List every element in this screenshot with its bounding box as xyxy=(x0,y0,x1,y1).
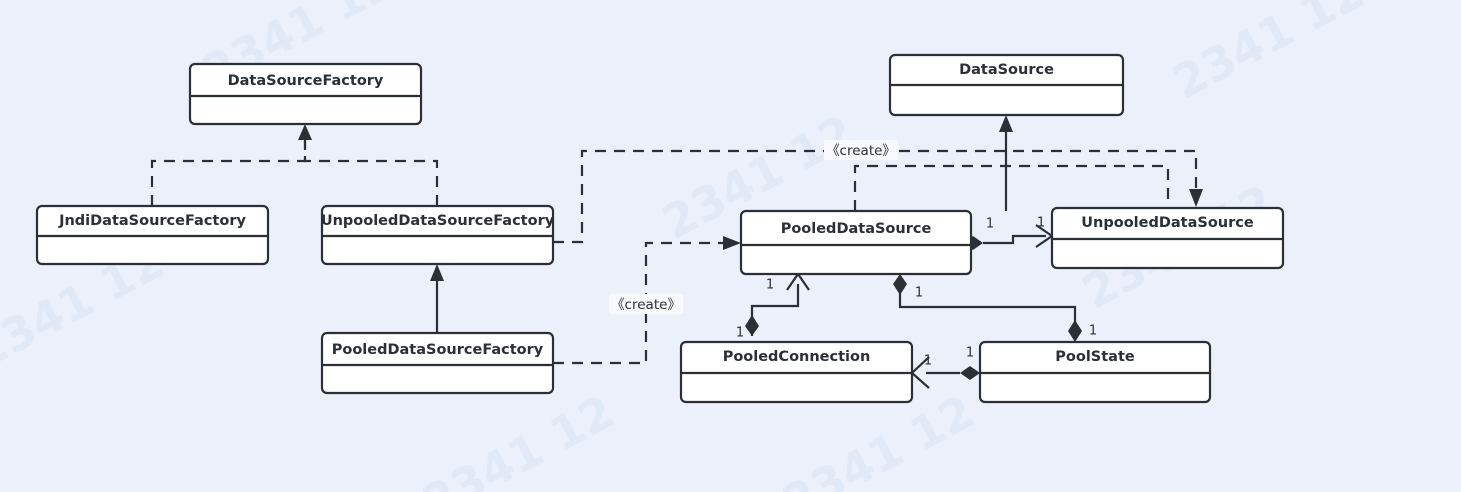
multiplicity-poolstate-top: 1 xyxy=(1089,324,1097,339)
class-name-pooledconnection: PooledConnection xyxy=(723,349,871,365)
class-box-datasource[interactable]: DataSource xyxy=(888,53,1125,117)
edge-pooleddatasource-implements-datasource xyxy=(999,115,1013,211)
watermark-text: 2341 12 xyxy=(414,384,623,492)
composition-diamond xyxy=(1068,320,1082,342)
dependency-arrowhead xyxy=(1189,189,1203,207)
composition-diamond xyxy=(893,274,907,295)
class-box-rect[interactable] xyxy=(320,331,555,395)
class-box-unpooleddatasource[interactable]: UnpooledDataSource xyxy=(1050,206,1285,270)
class-box-jndidatasourcefactory[interactable]: JndiDataSourceFactory xyxy=(35,204,270,266)
edge-jndi-implements-datasourcefactory xyxy=(150,137,307,206)
stereotype-label-create: 《create》 xyxy=(611,297,681,313)
stereotype-create-top: 《create》 xyxy=(824,140,898,160)
inheritance-arrowhead xyxy=(298,124,312,140)
class-name-pooleddatasource: PooledDataSource xyxy=(781,221,932,237)
class-box-unpooleddatasourcefactory[interactable]: UnpooledDataSourceFactory xyxy=(321,204,555,266)
multiplicity-pooleddatasource-bottom-right: 1 xyxy=(915,286,923,301)
multiplicity-pooleddatasource-right: 1 xyxy=(986,217,994,232)
multiplicity-pooledconnection-top: 1 xyxy=(736,326,744,341)
stereotype-label-bg xyxy=(609,294,683,314)
class-box-poolstate[interactable]: PoolState xyxy=(978,340,1212,404)
edge-pooledfactory-extends-unpooledfactory xyxy=(430,264,444,333)
composition-diamond xyxy=(745,315,759,336)
class-name-unpooleddatasourcefactory: UnpooledDataSourceFactory xyxy=(321,213,555,229)
class-name-datasourcefactory: DataSourceFactory xyxy=(228,73,384,89)
edge-pooleddatasource-has-poolstate xyxy=(893,274,1082,342)
class-name-datasource: DataSource xyxy=(959,62,1054,78)
class-box-rect[interactable] xyxy=(188,62,423,126)
composition-diamond xyxy=(960,366,980,380)
inheritance-arrowhead xyxy=(430,264,444,281)
class-box-pooledconnection[interactable]: PooledConnection xyxy=(679,340,914,404)
class-box-pooleddatasource[interactable]: PooledDataSource xyxy=(739,209,973,276)
class-name-unpooleddatasource: UnpooledDataSource xyxy=(1081,215,1254,231)
multiplicity-pooleddatasource-bottom-left: 1 xyxy=(766,278,774,293)
class-name-jndidatasourcefactory: JndiDataSourceFactory xyxy=(58,213,246,229)
class-box-pooleddatasourcefactory[interactable]: PooledDataSourceFactory xyxy=(320,331,555,395)
class-box-rect[interactable] xyxy=(739,209,973,276)
class-name-poolstate: PoolState xyxy=(1055,349,1135,365)
multiplicity-poolstate-left: 1 xyxy=(966,346,974,361)
stereotype-create-mid: 《create》 xyxy=(609,294,683,314)
inheritance-arrowhead xyxy=(999,115,1013,132)
multiplicity-pooledconnection-right: 1 xyxy=(924,354,932,369)
edge-poolstate-has-pooledconnection xyxy=(910,356,980,389)
edge-unpooledfactory-implements-datasourcefactory xyxy=(298,124,439,206)
watermark-text: 2341 12 xyxy=(1164,0,1373,110)
multiplicity-unpooleddatasource-left: 1 xyxy=(1037,216,1045,231)
edge-unpooledfactory-creates-unpooleddatasource xyxy=(553,149,1203,244)
stereotype-label-create: 《create》 xyxy=(826,143,896,159)
dependency-arrowhead xyxy=(723,236,741,250)
stereotype-label-bg xyxy=(824,140,898,160)
class-box-datasourcefactory[interactable]: DataSourceFactory xyxy=(188,62,423,126)
edge-pooleddatasource-creates-unpooleddatasource xyxy=(853,164,1170,211)
edge-pooledconnection-in-pooleddatasource xyxy=(745,272,810,336)
class-name-pooleddatasourcefactory: PooledDataSourceFactory xyxy=(332,342,544,358)
